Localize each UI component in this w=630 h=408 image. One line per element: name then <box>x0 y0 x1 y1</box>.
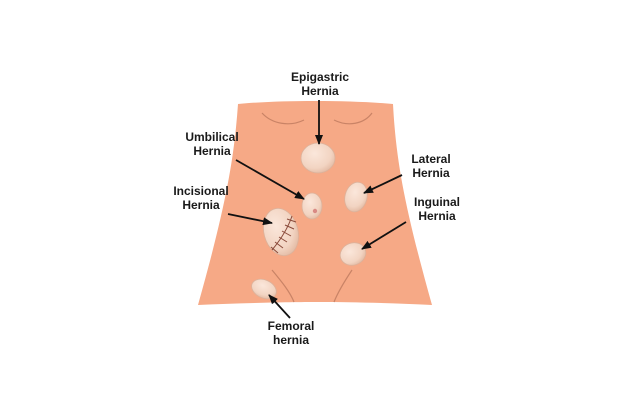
chest-line-right <box>333 112 373 125</box>
label-femoral-hernia: Femoral hernia <box>256 319 326 347</box>
groin-line-right <box>333 269 353 303</box>
label-umbilical-line1: Umbilical <box>185 130 239 144</box>
label-inguinal-line1: Inguinal <box>414 195 460 209</box>
label-epigastric-line1: Epigastric <box>290 70 350 84</box>
incision-suture <box>270 215 297 254</box>
umbilical-bulge <box>301 192 323 220</box>
umbilicus-mark <box>312 208 318 214</box>
label-umbilical-line2: Hernia <box>193 144 231 158</box>
groin-line-left <box>271 269 295 303</box>
label-femoral-line1: Femoral <box>267 319 315 333</box>
label-epigastric-line2: Hernia <box>301 84 339 98</box>
label-inguinal-hernia: Inguinal Hernia <box>402 195 472 223</box>
label-incisional-line2: Hernia <box>182 198 220 212</box>
label-epigastric-hernia: Epigastric Hernia <box>282 70 358 98</box>
lateral-bulge <box>344 181 368 213</box>
arrow-lateral <box>363 174 403 194</box>
label-lateral-line1: Lateral <box>411 152 451 166</box>
label-lateral-hernia: Lateral Hernia <box>398 152 464 180</box>
label-incisional-hernia: Incisional Hernia <box>164 184 238 212</box>
epigastric-bulge <box>300 142 336 174</box>
arrow-inguinal <box>361 221 407 250</box>
label-incisional-line1: Incisional <box>173 184 229 198</box>
label-lateral-line2: Hernia <box>412 166 450 180</box>
arrow-incisional <box>227 213 273 226</box>
inguinal-bulge <box>339 242 367 266</box>
arrow-umbilical <box>235 159 305 200</box>
label-umbilical-hernia: Umbilical Hernia <box>172 130 252 158</box>
label-inguinal-line2: Hernia <box>418 209 456 223</box>
label-femoral-line2: hernia <box>272 333 309 347</box>
arrow-femoral <box>268 294 291 319</box>
chest-line-left <box>261 112 305 125</box>
